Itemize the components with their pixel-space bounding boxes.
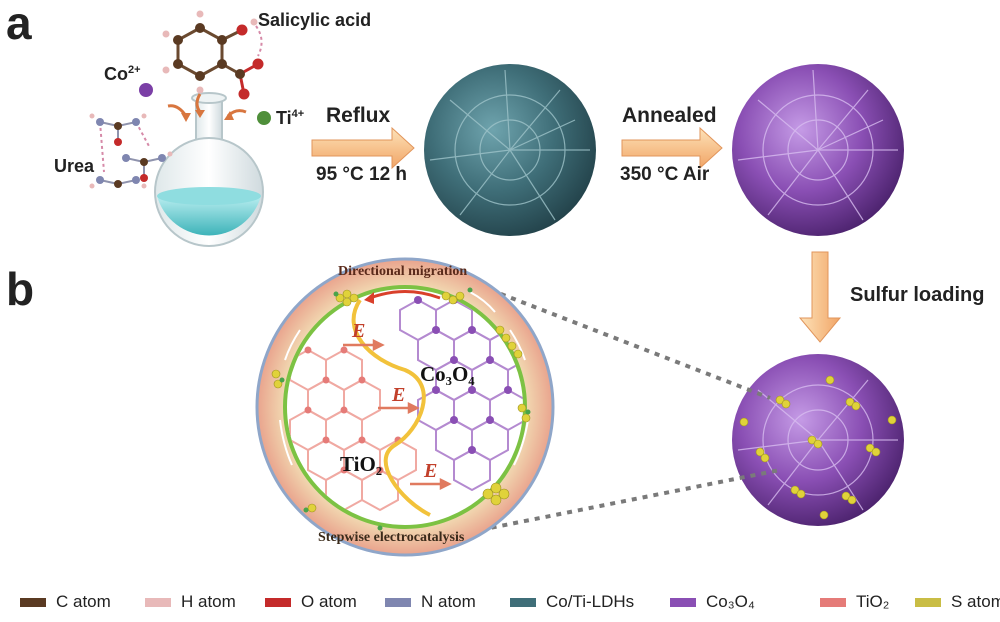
annealed-condition: 350 °C Air — [620, 164, 710, 185]
legend-item: H atom — [145, 590, 236, 614]
legend-swatch — [265, 597, 291, 607]
legend-item: TiO₂ — [820, 590, 889, 614]
legend-swatch — [385, 597, 411, 607]
reflux-arrow — [311, 126, 415, 170]
cobalt-ion — [139, 83, 153, 97]
legend-item: N atom — [385, 590, 476, 614]
reflux-condition: 95 °C 12 h — [316, 164, 408, 185]
legend-item: S atom — [915, 590, 1000, 614]
legend-label: Co/Ti-LDHs — [546, 592, 635, 611]
legend-label: C atom — [56, 592, 111, 611]
zoom-circle — [255, 257, 555, 557]
co3o4-flower-sphere — [732, 64, 904, 236]
field-symbol-e-2: E — [392, 384, 406, 406]
sulfur-loading-arrow — [798, 251, 842, 343]
panel-label-b: b — [6, 263, 35, 315]
urea-molecules — [89, 113, 173, 189]
legend-swatch — [20, 597, 46, 607]
annealed-label: Annealed — [622, 104, 717, 127]
legend-item: C atom — [20, 590, 111, 614]
field-symbol-e-1: E — [352, 320, 366, 342]
legend-swatch — [820, 597, 846, 607]
migration-arrow — [369, 290, 441, 300]
tio2-lattice-label: TiO₂ — [340, 452, 383, 476]
titanium-charge: 4+ — [291, 108, 305, 120]
legend-swatch — [670, 597, 696, 607]
legend-item: O atom — [265, 590, 357, 614]
titanium-ion — [257, 111, 271, 125]
stepwise-electrocatalysis-label: Stepwise electrocatalysis — [318, 530, 465, 545]
zoom-lines — [469, 280, 781, 534]
legend-label: TiO₂ — [856, 592, 890, 611]
legend-label: S atom — [951, 592, 1000, 611]
directional-migration-label: Directional migration — [338, 264, 468, 279]
urea-label: Urea — [54, 156, 95, 176]
legend-swatch — [510, 597, 536, 607]
cobalt-charge: 2+ — [128, 64, 141, 76]
cobalt-symbol: Co — [104, 64, 128, 84]
legend-swatch — [915, 597, 941, 607]
titanium-ion-label: Ti4+ — [276, 108, 304, 129]
legend-label: H atom — [181, 592, 236, 611]
salicylic-acid-molecule — [162, 10, 264, 100]
legend-item: Co/Ti-LDHs — [510, 590, 634, 614]
legend-label: N atom — [421, 592, 476, 611]
salicylic-acid-label: Salicylic acid — [258, 10, 372, 30]
reflux-label: Reflux — [326, 104, 391, 127]
cobalt-ion-label: Co2+ — [104, 64, 141, 85]
sulfur-loading-label: Sulfur loading — [850, 284, 985, 306]
co3o4-lattice-label: Co₃O₄ — [420, 362, 475, 386]
ldh-flower-sphere — [424, 64, 596, 236]
legend-label: O atom — [301, 592, 357, 611]
titanium-symbol: Ti — [276, 108, 292, 128]
legend: C atom H atom O atom N atom Co/Ti-LDHs Co₃O₄ T… — [20, 590, 1000, 616]
legend-label: Co₃O₄ — [706, 592, 755, 611]
legend-swatch — [145, 597, 171, 607]
annealed-arrow — [621, 126, 723, 170]
field-symbol-e-3: E — [424, 460, 438, 482]
panel-label-a: a — [6, 0, 32, 49]
legend-item: Co₃O₄ — [670, 590, 755, 614]
round-bottom-flask — [154, 92, 264, 247]
sulfur-loaded-sphere — [732, 354, 904, 526]
